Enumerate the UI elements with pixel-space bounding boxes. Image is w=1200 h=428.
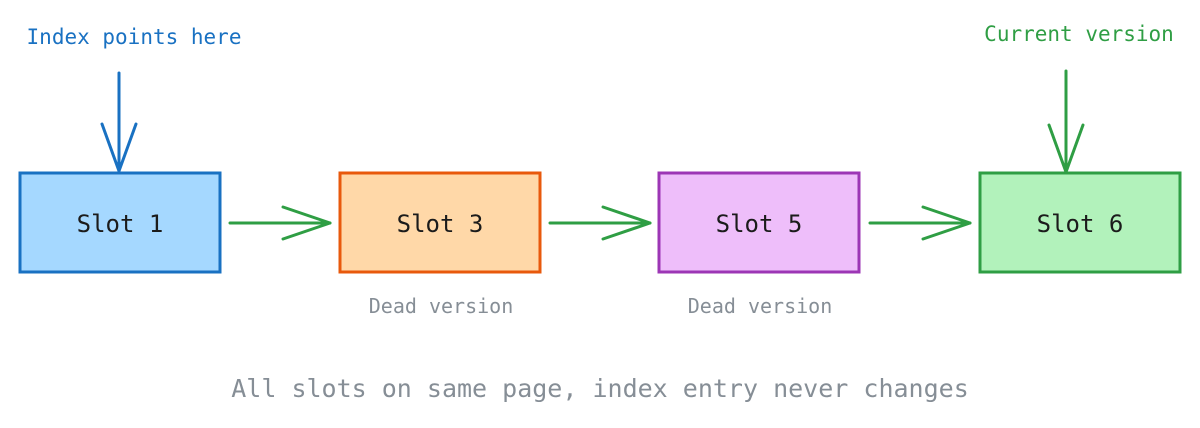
diagram-caption: All slots on same page, index entry neve… xyxy=(231,374,969,403)
slot-box-6: Slot 6 xyxy=(978,171,1182,274)
dead-version-label-slot-5: Dead version xyxy=(688,294,833,318)
current-version-label: Current version xyxy=(984,22,1174,46)
slot-box-3: Slot 3 xyxy=(338,171,542,274)
slot-label-1: Slot 1 xyxy=(77,210,164,238)
slot-label-5: Slot 5 xyxy=(716,210,803,238)
dead-version-label-slot-3: Dead version xyxy=(369,294,514,318)
slot-box-1: Slot 1 xyxy=(18,171,222,274)
current-version-arrow xyxy=(1047,69,1085,174)
link-arrow-1-to-3 xyxy=(228,205,332,241)
slot-label-6: Slot 6 xyxy=(1037,210,1124,238)
slot-box-5: Slot 5 xyxy=(657,171,861,274)
link-arrow-5-to-6 xyxy=(868,205,972,241)
link-arrow-3-to-5 xyxy=(548,205,652,241)
slot-label-3: Slot 3 xyxy=(397,210,484,238)
index-arrow xyxy=(100,71,138,173)
index-label: Index points here xyxy=(27,25,242,49)
